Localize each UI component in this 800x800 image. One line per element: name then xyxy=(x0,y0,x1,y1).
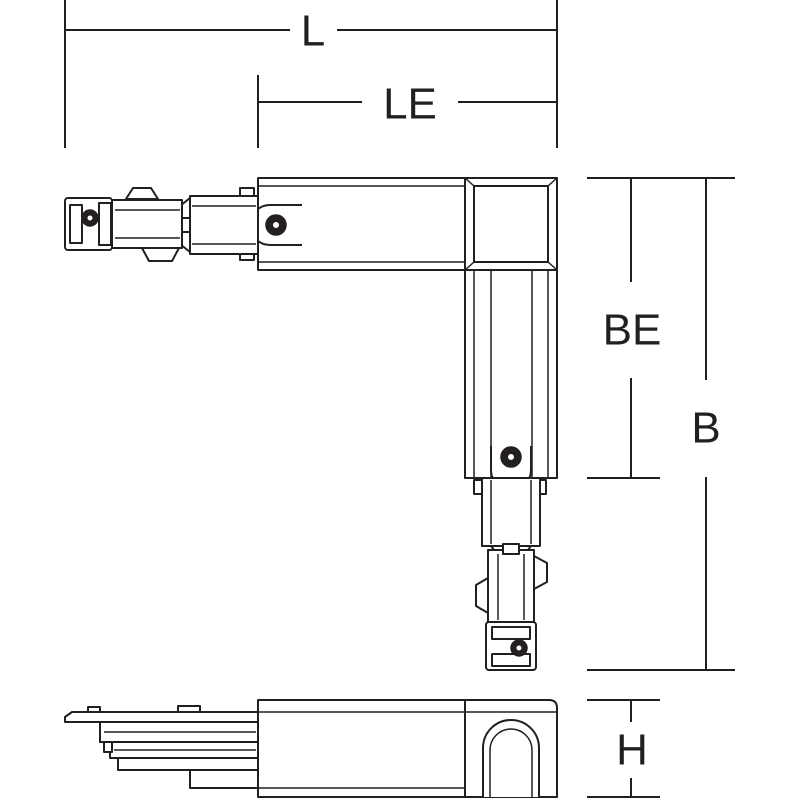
dimension-le: LE xyxy=(257,75,557,148)
corner-chamfer-br xyxy=(547,261,558,271)
side-view-corner-arch-inner xyxy=(489,728,533,797)
dimension-label-h: H xyxy=(616,726,648,775)
corner-box-inner xyxy=(473,185,549,263)
corner-box-top-view xyxy=(464,177,558,271)
screw-head-icon xyxy=(507,453,515,461)
dimension-h: H xyxy=(587,699,660,798)
bottom-connector-mid xyxy=(487,549,535,623)
side-view-corner-arch-outer xyxy=(482,719,540,797)
dimension-label-l: L xyxy=(301,7,325,56)
left-connector-notch xyxy=(181,217,191,233)
screw-head-icon xyxy=(515,644,523,652)
screw-head-icon xyxy=(86,214,94,222)
vertical-arm-body xyxy=(464,269,558,479)
dimension-label-le: LE xyxy=(383,80,437,129)
side-view xyxy=(64,699,558,798)
left-connector-tab-bottom xyxy=(239,253,255,261)
bottom-connector-tab-right xyxy=(539,479,547,495)
left-connector-end-contact xyxy=(98,202,112,246)
left-connector-top-view xyxy=(64,187,259,262)
dimension-be: BE xyxy=(587,177,662,479)
bottom-connector-end-contact xyxy=(491,626,531,640)
side-view-connector-clip xyxy=(103,741,113,753)
side-view-connector-layer-4 xyxy=(189,769,259,789)
dimension-l: L xyxy=(64,0,558,148)
corner-chamfer-tl xyxy=(464,177,475,187)
side-view-connector-plate xyxy=(64,711,259,723)
corner-chamfer-bl xyxy=(464,261,475,271)
vertical-arm-top-view xyxy=(464,269,558,491)
side-view-connector-nub xyxy=(87,706,101,713)
dimension-label-be: BE xyxy=(603,306,662,355)
left-connector-clip-bottom xyxy=(141,247,180,262)
dimension-b: B xyxy=(587,177,735,671)
left-connector-end-contact xyxy=(69,204,83,244)
screw-head-icon xyxy=(272,221,280,229)
bottom-connector-end-contact xyxy=(491,653,531,667)
bottom-connector-tab-left xyxy=(473,479,483,495)
left-connector-clip-top xyxy=(125,187,159,200)
bottom-connector-notch xyxy=(502,543,520,555)
dimension-label-b: B xyxy=(691,404,720,453)
bottom-connector-top-view xyxy=(473,477,548,671)
side-view-arm-body xyxy=(257,699,466,798)
side-view-connector-layer-3 xyxy=(117,757,259,771)
left-connector-mid xyxy=(111,199,183,249)
horizontal-arm-top-view xyxy=(249,177,466,271)
corner-chamfer-tr xyxy=(547,177,558,187)
bottom-connector-clip-right xyxy=(533,555,548,590)
left-connector-tab-top xyxy=(239,187,255,197)
bottom-connector-clip-left xyxy=(475,577,489,614)
left-connector-sleeve xyxy=(189,195,259,255)
side-view-connector-nub xyxy=(177,705,201,713)
